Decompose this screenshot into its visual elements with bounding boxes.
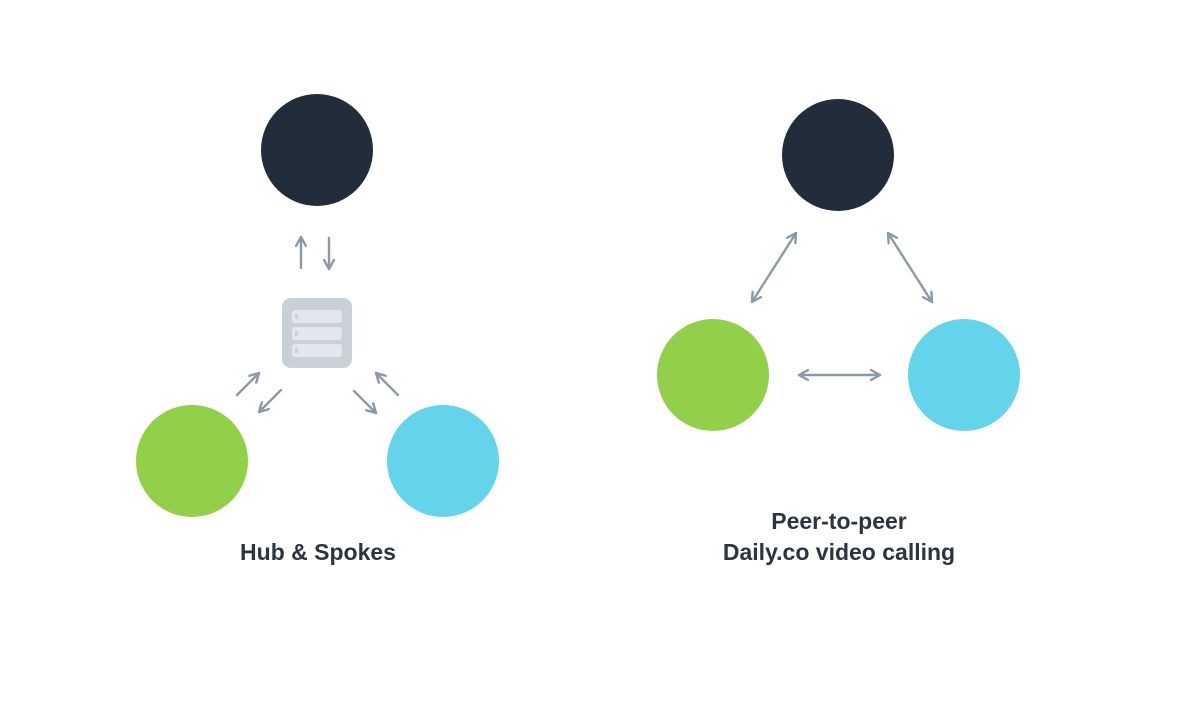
p2p-caption-line1: Peer-to-peer bbox=[771, 508, 907, 534]
peer-to-peer-diagram bbox=[657, 99, 1020, 431]
arrow-from-server-right bbox=[352, 389, 378, 415]
arrow-to-server-right bbox=[374, 371, 400, 397]
arrow-to-server-left bbox=[235, 371, 261, 397]
hub-and-spokes-diagram bbox=[136, 94, 499, 517]
server-icon bbox=[282, 298, 352, 368]
arrow-dark-green bbox=[750, 231, 798, 304]
dark-participant-node bbox=[261, 94, 373, 206]
peer-to-peer-caption: Peer-to-peer Daily.co video calling bbox=[639, 506, 1039, 568]
arrow-dark-cyan bbox=[886, 231, 934, 304]
left-diagonal-arrows bbox=[235, 371, 283, 414]
p2p-caption-line2: Daily.co video calling bbox=[722, 539, 956, 565]
dark-participant-node bbox=[782, 99, 894, 211]
cyan-participant-node bbox=[908, 319, 1020, 431]
hub-caption-text: Hub & Spokes bbox=[240, 539, 396, 565]
cyan-participant-node bbox=[387, 405, 499, 517]
hub-and-spokes-caption: Hub & Spokes bbox=[168, 537, 468, 568]
right-diagonal-arrows bbox=[352, 371, 400, 415]
vertical-arrows bbox=[301, 235, 329, 271]
green-participant-node bbox=[657, 319, 769, 431]
arrow-from-server-left bbox=[257, 388, 283, 414]
green-participant-node bbox=[136, 405, 248, 517]
